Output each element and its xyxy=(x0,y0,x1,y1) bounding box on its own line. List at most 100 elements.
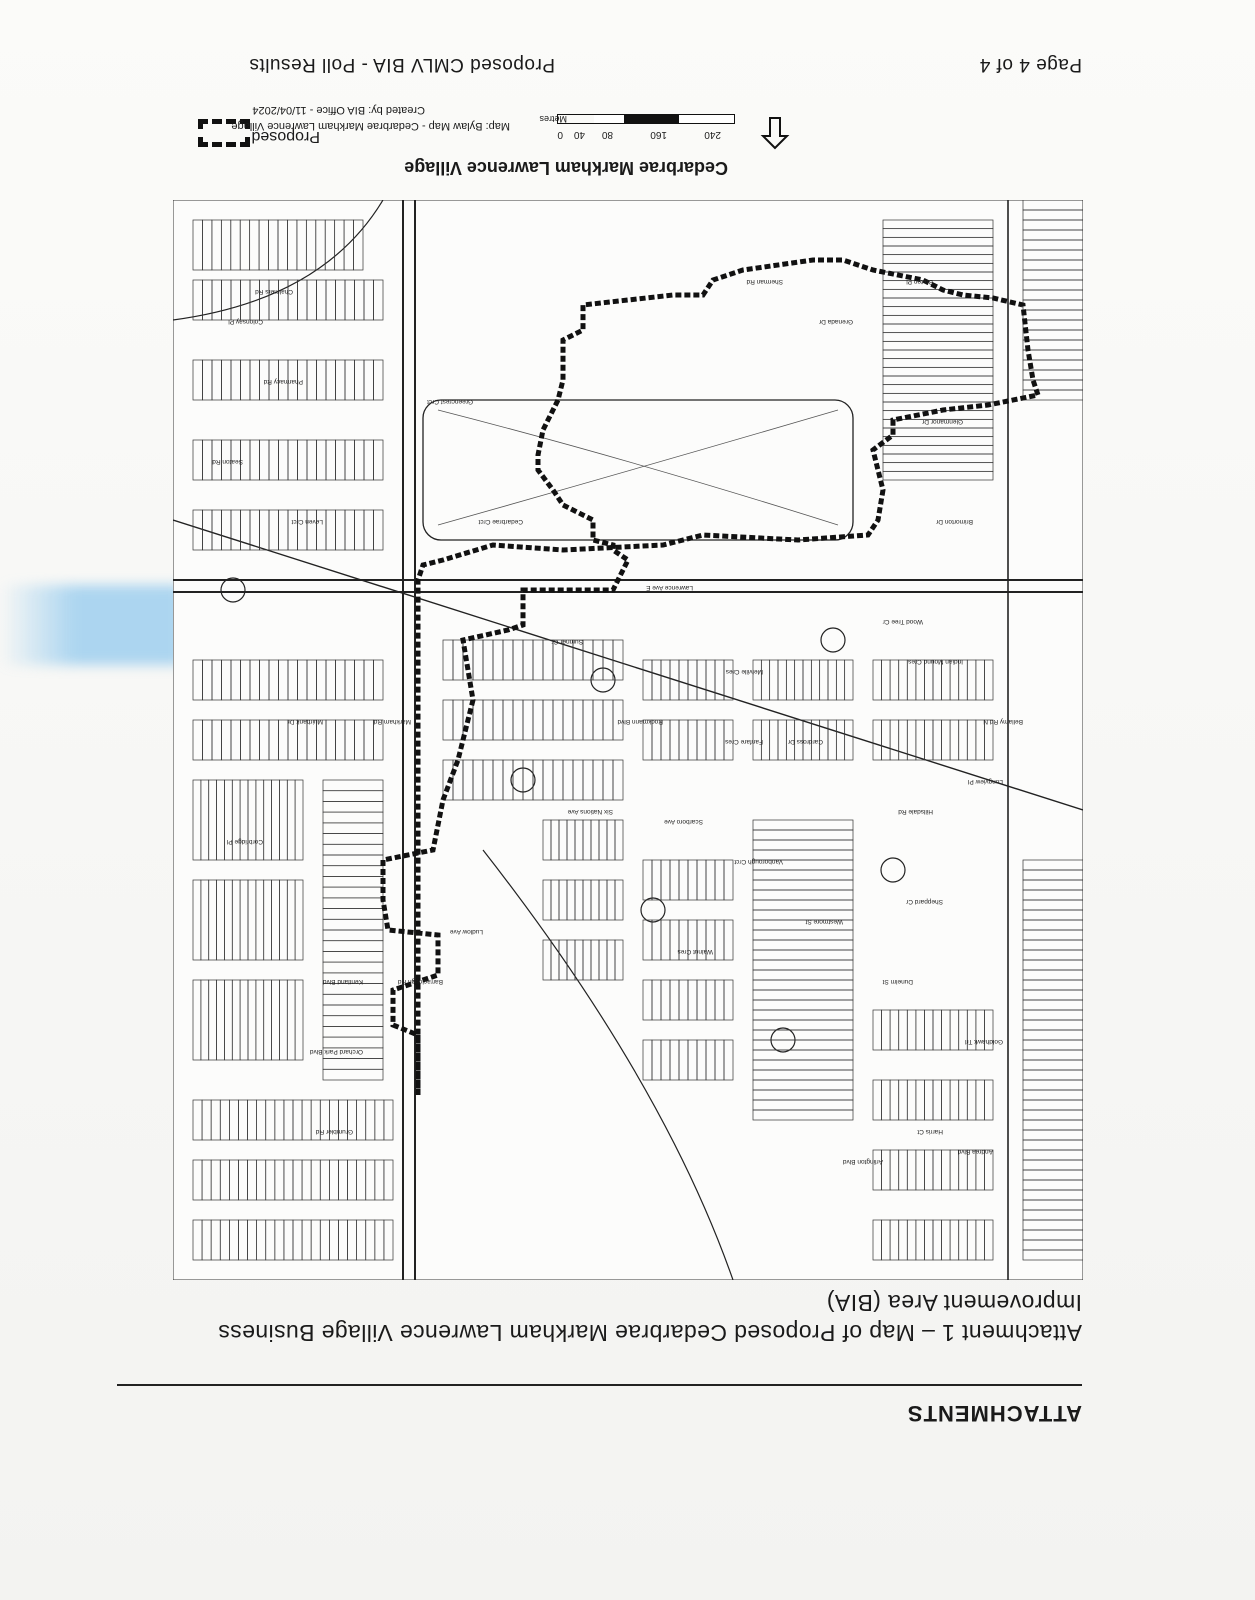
street-label: Seaton Rd xyxy=(212,458,243,465)
property-lots xyxy=(192,200,1083,1261)
street-label: Grenada Dr xyxy=(818,318,853,325)
cul-de-sac xyxy=(220,577,246,603)
north-arrow-icon xyxy=(760,117,790,150)
lot xyxy=(192,219,203,271)
scale-unit: Metres xyxy=(539,114,567,124)
street-label: Pharmacy Rd xyxy=(263,378,303,385)
lot xyxy=(872,659,882,701)
scale-tick-40: 40 xyxy=(573,129,585,140)
lot xyxy=(322,779,384,792)
street-label: Sumner Cr xyxy=(551,638,583,645)
lot xyxy=(192,659,203,701)
lot xyxy=(542,879,552,921)
header-title: Proposed CMLV BIA - Poll Results xyxy=(248,54,555,75)
street-label: Bellamy Rd N xyxy=(983,718,1023,725)
street-label: Westmore St xyxy=(805,918,843,925)
lot xyxy=(882,219,994,230)
lot xyxy=(192,879,202,961)
street-label: Ludlow Ave xyxy=(449,928,483,935)
street-label: Andrea Blvd xyxy=(957,1148,993,1155)
lot xyxy=(192,1219,203,1261)
legend-title: Cedarbrae Markham Lawrence Village xyxy=(404,158,728,178)
street-label: Sherman Rd xyxy=(746,278,783,285)
street-label: Grumbler Rd xyxy=(315,1128,353,1135)
street-label: Corbridge Pl xyxy=(226,838,263,845)
cul-de-sac xyxy=(640,897,666,923)
street-label: Longview Pl xyxy=(967,778,1003,785)
lot xyxy=(192,359,203,401)
street-label: Harris Ct xyxy=(917,1128,943,1135)
lot xyxy=(192,719,203,761)
street-label: Scarboro Ave xyxy=(664,818,703,825)
cul-de-sac xyxy=(820,627,846,653)
lot xyxy=(192,509,203,551)
street-label: Breton Pl xyxy=(906,278,933,285)
cul-de-sac xyxy=(880,857,906,883)
lot xyxy=(872,1079,882,1121)
attachments-heading: ATTACHMENTS xyxy=(906,1401,1082,1426)
street-label: Glenmanor Dr xyxy=(921,418,963,425)
street-label: Sheppard Cr xyxy=(905,898,943,905)
diagonal-road xyxy=(173,519,1083,811)
lot xyxy=(192,439,203,481)
lot xyxy=(1022,859,1083,871)
street-label: Brimorton Dr xyxy=(935,518,973,525)
street-label: Cardross Dr xyxy=(787,738,823,745)
street-label: Fanfare Cres xyxy=(724,738,763,745)
curved-road xyxy=(482,849,734,1280)
lot xyxy=(192,779,202,861)
heading-rule xyxy=(117,1384,1082,1386)
lot xyxy=(192,979,202,1061)
street-label: Rockmann Blvd xyxy=(617,718,663,725)
street-label: Chalmers Rd xyxy=(255,288,293,295)
street-label: Leven Crct xyxy=(291,518,323,525)
scale-tick-240: 240 xyxy=(704,129,721,140)
street-label: Colonsay Pl xyxy=(228,318,263,325)
lot xyxy=(642,979,653,1021)
lot xyxy=(192,279,203,321)
street-label: Goldhawk Trl xyxy=(965,1038,1003,1045)
lot xyxy=(542,939,552,981)
street-label: Dunelm St xyxy=(882,978,913,985)
parking-x-mark xyxy=(437,409,839,526)
street-label: Cedarbrae Crct xyxy=(478,518,523,525)
lot xyxy=(442,639,454,681)
street-label: Lawrence Ave E xyxy=(645,584,693,591)
lot xyxy=(752,659,762,701)
lot xyxy=(192,1159,203,1201)
shopping-centre-block xyxy=(422,399,854,541)
lot xyxy=(642,719,653,761)
street-label: Barraclough Rd xyxy=(397,978,443,985)
lot xyxy=(642,859,653,901)
lot xyxy=(1022,200,1083,211)
lot xyxy=(752,819,854,831)
lot xyxy=(872,1009,882,1051)
street-label: Kentland Blvd xyxy=(323,978,363,985)
proposed-bia-boundary xyxy=(380,257,1042,1095)
street-label: Vanborough Crct xyxy=(734,858,783,865)
created-by: Created by: BIA Office - 11/04/2024 xyxy=(252,104,425,116)
caption-line-1: Attachment 1 – Map of Proposed Cedarbrae… xyxy=(217,1320,1082,1346)
lot xyxy=(442,699,454,741)
lot xyxy=(642,919,653,961)
lot xyxy=(872,719,882,761)
scale-bar xyxy=(557,114,735,124)
lot xyxy=(872,1219,882,1261)
street-label: Indian Mound Cres xyxy=(907,658,963,665)
scale-tick-80: 80 xyxy=(601,129,613,140)
scale-tick-0: 0 xyxy=(557,129,563,140)
street-label: Melville Cres xyxy=(725,668,763,675)
lot xyxy=(192,1099,203,1141)
street-label: Orchard Park Blvd xyxy=(310,1048,363,1055)
page-number: Page 4 of 4 xyxy=(979,54,1082,75)
lot xyxy=(752,719,762,761)
scale-tick-160: 160 xyxy=(650,129,667,140)
map-credit: Map: Bylaw Map - Cedarbrae Markham Lawre… xyxy=(231,120,510,132)
lot xyxy=(542,819,552,861)
street-label: Arlington Blvd xyxy=(843,1158,883,1165)
street-label: Wood Tree Cr xyxy=(882,618,923,625)
